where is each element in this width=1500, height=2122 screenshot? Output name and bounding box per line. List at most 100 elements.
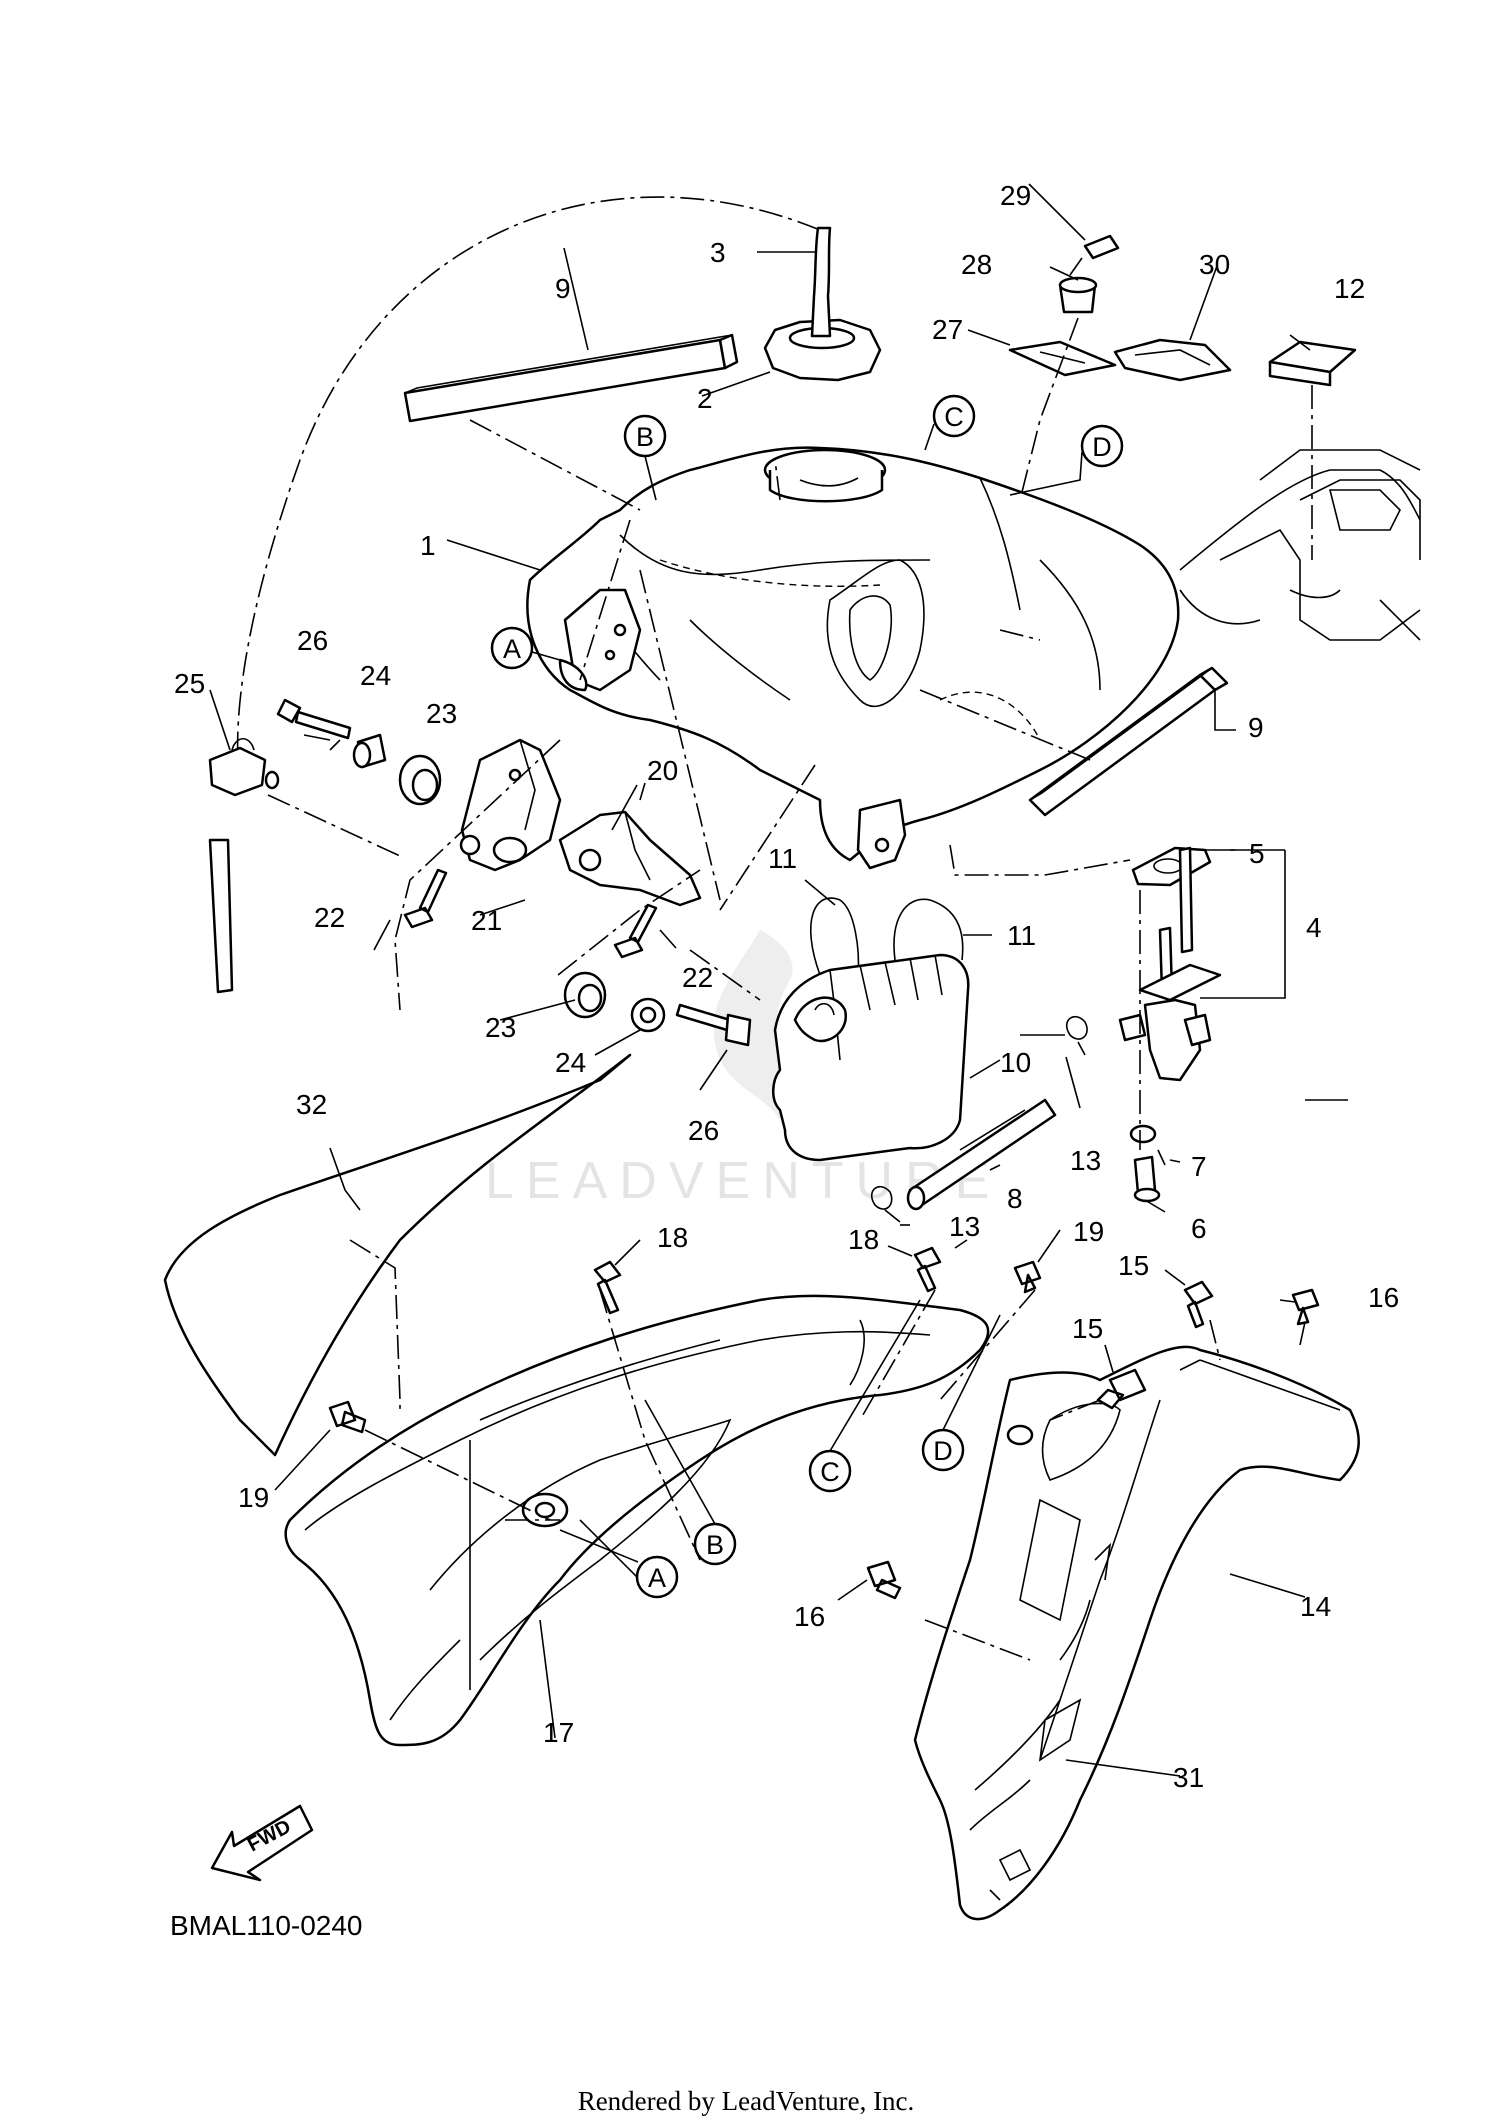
bolt-15-mid	[1096, 1368, 1147, 1410]
screw-16-top	[1291, 1288, 1320, 1326]
callout-a-top: A	[490, 626, 534, 670]
screw-19-right	[1013, 1260, 1042, 1294]
part-label-27: 27	[932, 314, 963, 345]
part-label-16-top: 16	[1368, 1282, 1399, 1313]
breather-hose-path	[236, 196, 821, 761]
part-label-32: 32	[296, 1089, 327, 1120]
part-label-14: 14	[1300, 1591, 1331, 1622]
band-11-right	[893, 898, 964, 961]
pad-12-side	[1268, 360, 1332, 387]
part-label-13-upper: 13	[1070, 1145, 1101, 1176]
breather-hose-end	[208, 838, 234, 994]
part-label-9-lower: 9	[1248, 712, 1264, 743]
dash-lines	[267, 419, 1306, 1661]
bolt-29	[1083, 234, 1120, 260]
clamp-25	[208, 737, 280, 797]
decal-31	[1038, 1542, 1112, 1762]
svg-text:D: D	[1092, 432, 1112, 462]
part-label-7: 7	[1191, 1151, 1207, 1182]
part-label-17: 17	[543, 1717, 574, 1748]
svg-text:A: A	[503, 634, 521, 664]
bolt-26-lower	[675, 1003, 752, 1047]
bolt-22-right	[613, 903, 658, 959]
part-label-18-left: 18	[657, 1222, 688, 1253]
bracket-20	[558, 810, 702, 907]
part-label-28: 28	[961, 249, 992, 280]
band-11-left	[810, 897, 860, 976]
bolt-18-left	[593, 1260, 622, 1315]
part-label-6: 6	[1191, 1213, 1207, 1244]
part-label-23-upper: 23	[426, 698, 457, 729]
foam-strip-9-lower	[1028, 666, 1229, 817]
part-label-13-lower: 13	[949, 1211, 980, 1242]
part-label-26-upper: 26	[297, 625, 328, 656]
callout-b-bottom: B	[693, 1522, 737, 1566]
part-label-15-mid: 15	[1072, 1313, 1103, 1344]
screw-16-mid	[866, 1560, 902, 1600]
part-label-11-upper: 11	[768, 843, 797, 874]
bolt-26-upper	[276, 698, 352, 740]
cap-hose-3	[810, 226, 832, 338]
collar-24-lower	[630, 997, 666, 1033]
bolt-18-right	[913, 1246, 942, 1293]
svg-text:B: B	[706, 1530, 724, 1560]
part-label-24-upper: 24	[360, 660, 391, 691]
fuel-cock-4	[1118, 846, 1222, 1082]
callout-a-bottom: A	[635, 1555, 679, 1599]
collar-24-upper	[352, 733, 387, 769]
screw-19-left	[328, 1400, 367, 1434]
diagram-code: BMAL110-0240	[170, 1910, 363, 1941]
part-label-22-left: 22	[314, 902, 345, 933]
part-label-23-lower: 23	[485, 1012, 516, 1043]
bracket-30	[1113, 338, 1232, 382]
part-label-10: 10	[1000, 1047, 1031, 1078]
part-label-12: 12	[1334, 273, 1365, 304]
foam-strip-9-upper	[403, 333, 739, 423]
clip-13-lower	[870, 1186, 901, 1223]
part-label-21: 21	[471, 905, 502, 936]
bolt-22-left	[403, 868, 448, 929]
decal-32	[163, 1053, 632, 1457]
part-label-8: 8	[1007, 1183, 1023, 1214]
part-label-15-top: 15	[1118, 1250, 1149, 1281]
part-label-22-right: 22	[682, 962, 713, 993]
svg-text:A: A	[648, 1563, 666, 1593]
part-label-4: 4	[1306, 912, 1322, 943]
part-label-18-right: 18	[848, 1224, 879, 1255]
svg-text:C: C	[820, 1457, 840, 1487]
part-label-30: 30	[1199, 249, 1230, 280]
leader-lines	[209, 183, 1348, 1777]
callout-d-top: D	[1080, 424, 1124, 468]
washer-7	[1129, 1124, 1157, 1144]
callout-b-top: B	[623, 414, 667, 458]
side-cover-14	[913, 1345, 1360, 1921]
part-label-26-lower: 26	[688, 1115, 719, 1146]
grommet-23-upper	[398, 754, 442, 806]
part-label-20: 20	[647, 755, 678, 786]
clip-13-upper	[1065, 1016, 1088, 1056]
callout-d-bottom: D	[921, 1428, 965, 1472]
part-label-3: 3	[710, 237, 726, 268]
callout-c-top: C	[932, 394, 976, 438]
frame-section	[1179, 449, 1421, 641]
bracket-21	[459, 738, 562, 872]
gasket-5	[1131, 846, 1212, 887]
part-label-31: 31	[1173, 1762, 1204, 1793]
screw-6	[1133, 1155, 1157, 1195]
part-label-19-right: 19	[1073, 1216, 1104, 1247]
part-labels: 1 2 3 4 5 6 7 8 9 9 10 11 11 12 13 13 14…	[174, 180, 1399, 1793]
part-label-11-right: 11	[1007, 920, 1036, 951]
part-label-25: 25	[174, 668, 205, 699]
svg-text:C: C	[944, 402, 964, 432]
footer-credit: Rendered by LeadVenture, Inc.	[578, 2086, 915, 2116]
part-label-9-upper: 9	[555, 273, 571, 304]
callout-c-bottom: C	[808, 1449, 852, 1493]
part-label-29: 29	[1000, 180, 1031, 211]
watermark: LEADVENTURE	[485, 930, 989, 1210]
part-label-2: 2	[697, 383, 713, 414]
part-label-5: 5	[1249, 838, 1265, 869]
bolt-15-top	[1183, 1280, 1214, 1329]
part-label-24-lower: 24	[555, 1047, 586, 1078]
svg-text:D: D	[933, 1436, 953, 1466]
grommet-23-lower	[563, 971, 607, 1019]
